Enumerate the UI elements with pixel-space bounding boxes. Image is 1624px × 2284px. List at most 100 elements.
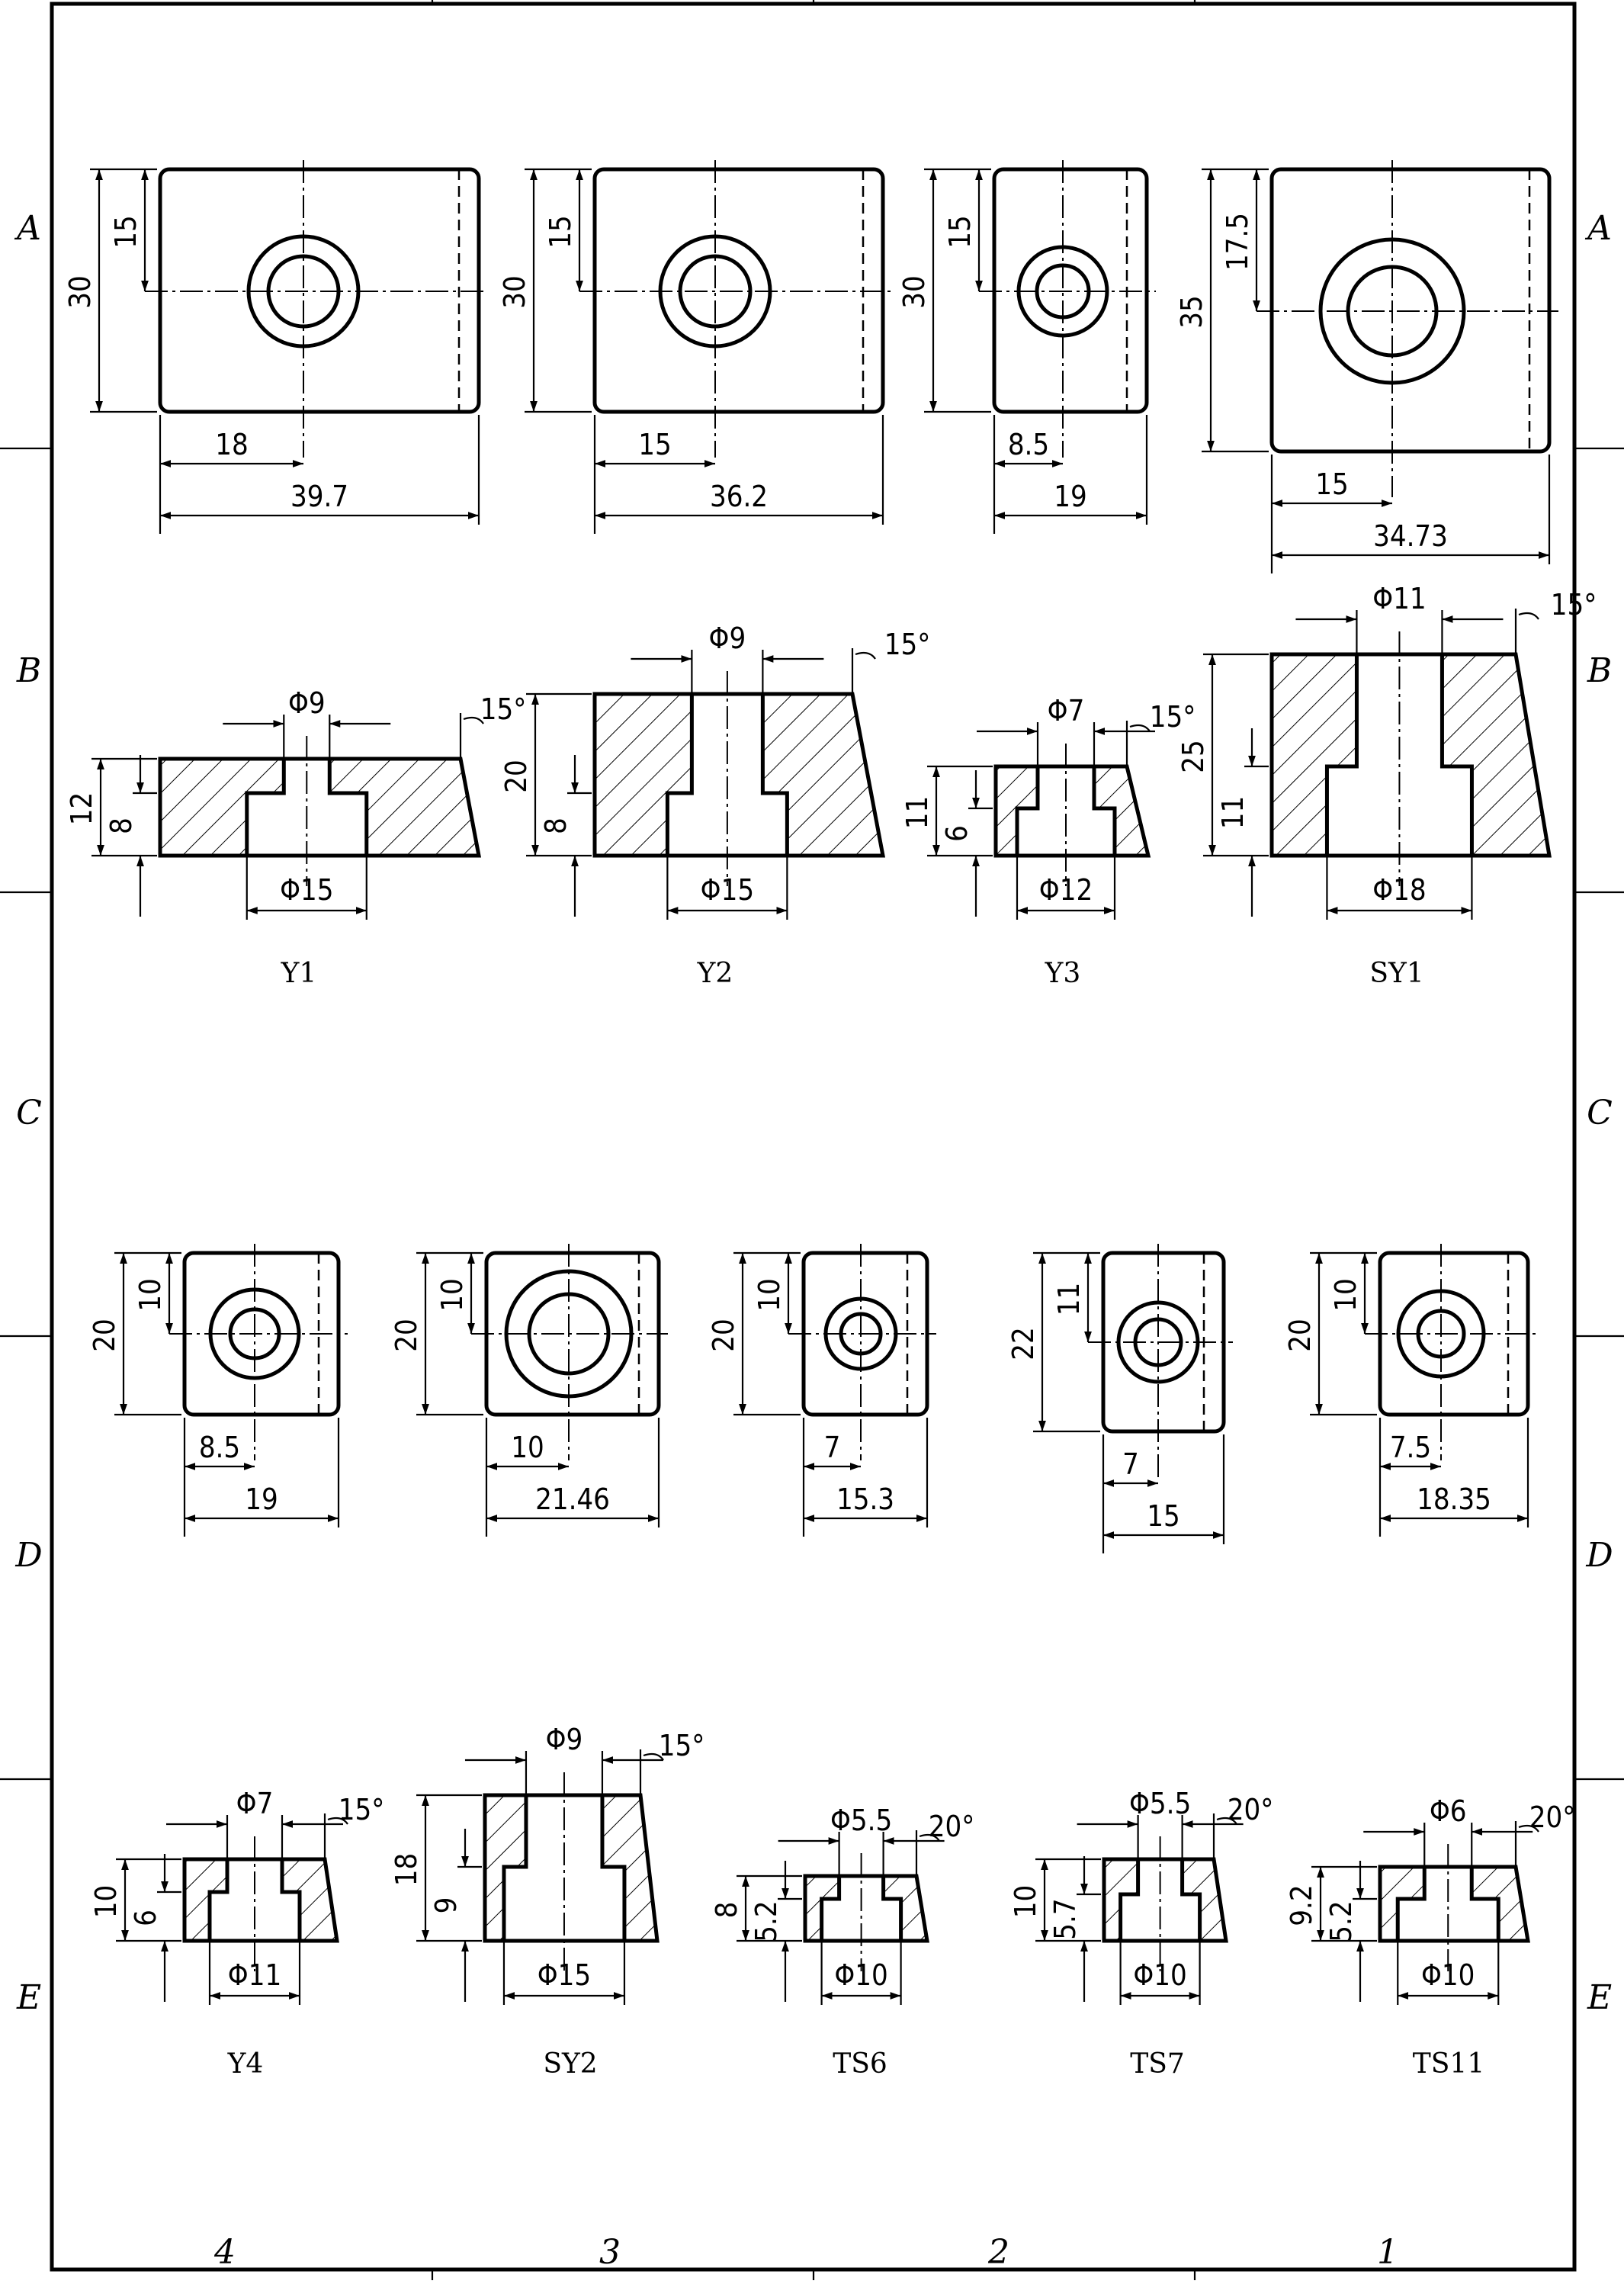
- center-offset-dimension-value: 7: [824, 1431, 841, 1464]
- angle-arc: [327, 1817, 348, 1825]
- top-diameter-value: Φ11: [1372, 582, 1426, 615]
- taper-angle-value: 15°: [659, 1729, 705, 1762]
- bottom-diameter-value: Φ15: [280, 873, 333, 907]
- angle-arc: [1129, 724, 1151, 732]
- height-dimension-value: 20: [707, 1319, 740, 1352]
- zone-row-label-right: A: [1584, 209, 1612, 248]
- top-diameter-value: Φ6: [1430, 1794, 1467, 1828]
- section-height-value: 11: [900, 796, 934, 830]
- section-outline: [592, 692, 886, 858]
- section-hatching: [485, 1795, 657, 1941]
- zone-col-label: 1: [1377, 2233, 1398, 2272]
- taper-angle-value: 20°: [929, 1810, 975, 1843]
- height-dimension-value: 30: [897, 275, 931, 309]
- width-dimension-value: 15: [1147, 1499, 1180, 1533]
- part-caption: Y3: [1045, 958, 1081, 989]
- half-height-dimension-value: 15: [109, 215, 143, 249]
- bottom-diameter-value: Φ10: [1421, 1958, 1475, 1992]
- center-offset-dimension-value: 15: [1315, 467, 1349, 501]
- bottom-diameter-value: Φ10: [834, 1958, 887, 1992]
- half-height-dimension-value: 10: [753, 1278, 786, 1312]
- half-height-dimension-value: 15: [943, 215, 977, 249]
- zone-col-label: 4: [213, 2233, 236, 2272]
- section-height-value: 25: [1176, 740, 1210, 773]
- height-dimension-value: 20: [1283, 1319, 1317, 1352]
- angle-arc: [919, 1833, 940, 1842]
- top-diameter-value: Φ5.5: [830, 1804, 892, 1837]
- zone-row-label-right: E: [1587, 1978, 1612, 2017]
- part-caption: TS6: [833, 2048, 887, 2080]
- height-dimension-value: 35: [1175, 295, 1208, 329]
- zone-col-label: 3: [599, 2233, 621, 2272]
- parts: 30151839.7Φ9Φ1512815°Y130151536.2Φ9Φ1520…: [63, 160, 1597, 2080]
- step-height-value: 8: [539, 818, 573, 834]
- taper-angle-value: 20°: [1529, 1801, 1576, 1834]
- half-height-dimension-value: 10: [133, 1278, 167, 1312]
- step-height-value: 9: [429, 1897, 463, 1914]
- angle-arc: [1216, 1817, 1237, 1825]
- center-offset-dimension-value: 7: [1122, 1447, 1139, 1481]
- top-diameter-value: Φ9: [709, 622, 746, 655]
- bottom-diameter-value: Φ15: [538, 1958, 591, 1992]
- step-height-value: 6: [940, 825, 974, 842]
- section-hatching: [1104, 1859, 1226, 1941]
- zone-col-label: 2: [987, 2233, 1009, 2272]
- step-height-value: 5.7: [1048, 1898, 1082, 1939]
- zone-row-label-right: C: [1587, 1094, 1613, 1132]
- zone-row-label-left: C: [16, 1094, 42, 1132]
- taper-angle-value: 15°: [339, 1793, 385, 1826]
- section-hatching: [996, 766, 1148, 856]
- section-hatching: [805, 1876, 927, 1941]
- part-caption: TS11: [1413, 2048, 1484, 2080]
- top-diameter-value: Φ9: [546, 1723, 583, 1756]
- center-offset-dimension-value: 8.5: [199, 1431, 240, 1464]
- section-height-value: 20: [499, 760, 533, 793]
- part-caption: Y1: [281, 958, 317, 989]
- section-height-value: 8: [710, 1902, 743, 1919]
- step-height-value: 6: [129, 1910, 162, 1926]
- step-height-value: 5.2: [749, 1900, 783, 1942]
- center-offset-dimension-value: 10: [511, 1431, 544, 1464]
- part-caption: Y2: [697, 958, 733, 989]
- zone-row-label-left: A: [14, 209, 41, 248]
- center-offset-dimension-value: 15: [638, 428, 672, 461]
- angle-arc: [643, 1752, 664, 1761]
- section-height-value: 10: [89, 1885, 123, 1919]
- zone-row-label-left: B: [16, 651, 41, 690]
- width-dimension-value: 19: [1054, 480, 1087, 513]
- taper-angle-value: 20°: [1228, 1793, 1274, 1826]
- zone-row-label-right: B: [1587, 651, 1612, 690]
- width-dimension-value: 18.35: [1417, 1483, 1491, 1516]
- top-diameter-value: Φ5.5: [1129, 1787, 1191, 1820]
- step-height-value: 8: [104, 818, 138, 834]
- taper-angle-value: 15°: [1150, 700, 1196, 734]
- top-diameter-value: Φ7: [1048, 694, 1085, 728]
- zone-row-label-left: E: [16, 1978, 41, 2017]
- half-height-dimension-value: 10: [435, 1278, 469, 1312]
- section-height-value: 18: [390, 1853, 423, 1887]
- top-diameter-value: Φ9: [288, 686, 326, 720]
- width-dimension-value: 34.73: [1373, 519, 1448, 553]
